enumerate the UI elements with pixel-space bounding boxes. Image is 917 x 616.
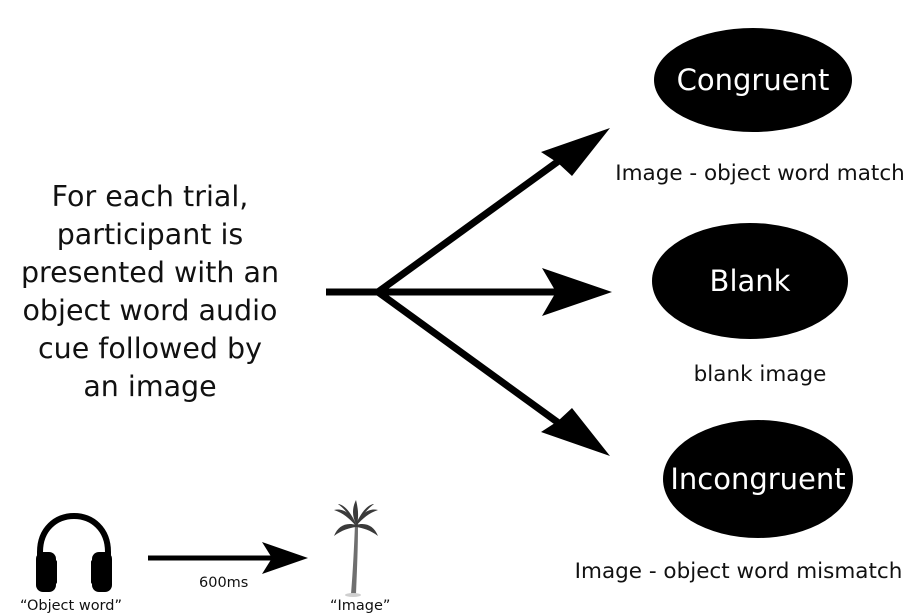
congruent-node-label: Congruent — [676, 63, 830, 97]
incongruent-caption: Image - object word mismatch — [574, 559, 903, 584]
incongruent-node-label: Incongruent — [670, 462, 846, 496]
description-line: For each trial, — [51, 180, 249, 213]
blank-node-label: Blank — [709, 264, 791, 298]
description-line: participant is — [56, 218, 244, 251]
arrow-shaft-congruent — [375, 157, 563, 295]
congruent-caption: Image - object word match — [615, 161, 905, 186]
arrowhead-congruent — [541, 128, 610, 176]
arrowhead-incongruent — [541, 408, 610, 456]
palm-tree-icon — [334, 500, 378, 597]
incongruent-node: Incongruent — [663, 420, 853, 538]
blank-node: Blank — [652, 223, 848, 339]
description-line: cue followed by — [37, 332, 263, 365]
delay-label: 600ms — [199, 575, 249, 591]
sequence-arrowhead — [262, 542, 308, 574]
description-line: object word audio — [22, 294, 278, 327]
image-label: “Image” — [330, 598, 391, 614]
description-line: an image — [83, 370, 217, 403]
arrowhead-blank — [542, 268, 612, 316]
audio-label: “Object word” — [20, 598, 122, 614]
blank-caption: blank image — [693, 362, 827, 387]
arrow-shaft-incongruent — [375, 289, 563, 427]
congruent-node: Congruent — [654, 28, 852, 132]
description-line: presented with an — [20, 256, 280, 289]
trial-description: For each trial, participant is presented… — [0, 178, 300, 406]
headphones-icon — [36, 512, 112, 592]
